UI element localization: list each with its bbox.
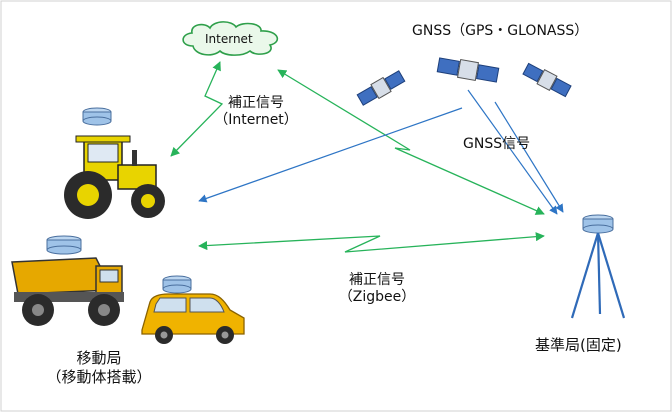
satellite-icon — [522, 62, 572, 98]
green-arrows — [170, 61, 545, 253]
gnss-signal-label: GNSS信号 — [463, 136, 531, 152]
correction-internet-line1: 補正信号 — [228, 95, 284, 111]
antenna-icon — [162, 275, 192, 294]
tripod-icon — [570, 232, 626, 319]
arrow-sat-base-b — [494, 101, 564, 213]
antenna-icon — [582, 214, 614, 234]
internet-label: Internet — [205, 32, 253, 46]
mobile-station-line2: （移動体搭載） — [46, 368, 152, 386]
correction-internet-label: 補正信号 （Internet） — [206, 95, 306, 129]
arrow-mobile-base — [198, 232, 545, 253]
correction-zigbee-label: 補正信号 （Zigbee） — [327, 272, 427, 306]
satellite-icon — [436, 57, 500, 83]
cloud-icon — [182, 21, 279, 56]
arrow-sat-base-a — [467, 89, 558, 215]
dump-truck-icon — [11, 257, 124, 326]
car-icon — [141, 293, 245, 344]
mobile-station-line1: 移動局 — [76, 349, 122, 367]
arrow-cloud-base — [277, 69, 545, 215]
mobile-station-label: 移動局 （移動体搭載） — [34, 349, 164, 387]
arrow-cloud-tractor — [170, 61, 224, 157]
satellite-icon — [356, 70, 406, 106]
correction-internet-line2: （Internet） — [214, 112, 298, 128]
blue-arrows — [198, 89, 564, 215]
base-station-label: 基準局(固定) — [535, 336, 622, 354]
correction-zigbee-line2: （Zigbee） — [338, 289, 416, 305]
arrow-sat-tractor — [198, 107, 463, 203]
correction-zigbee-line1: 補正信号 — [349, 272, 405, 288]
tractor-icon — [64, 135, 165, 219]
antenna-icon — [46, 235, 82, 255]
antenna-icon — [82, 107, 112, 126]
gnss-title: GNSS（GPS・GLONASS） — [412, 23, 589, 39]
